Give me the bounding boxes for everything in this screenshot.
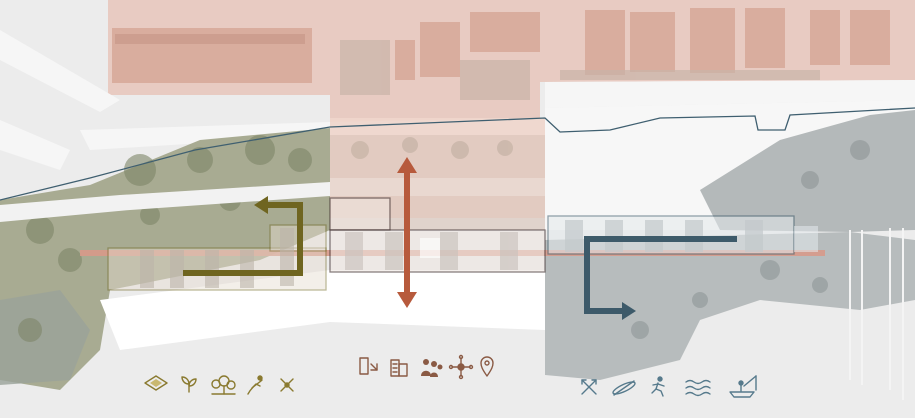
network-node-icon (448, 354, 474, 380)
buildings-icon (390, 359, 408, 377)
central-axis-arrow (404, 170, 410, 296)
east-arrow-head (622, 302, 636, 320)
coastline-boundary (0, 107, 915, 201)
central-urban-zone (329, 157, 546, 308)
fishing-boat-icon (729, 375, 757, 398)
west-flow-arrow (183, 202, 303, 276)
east-coastal-area (545, 100, 915, 400)
legend-left-group (144, 375, 294, 395)
east-flow-arrow (584, 236, 737, 314)
door-exit-icon (359, 357, 378, 375)
kayak-icon (612, 380, 636, 396)
sprout-icon (181, 376, 197, 393)
road-network (0, 30, 915, 170)
trees-icon (211, 375, 236, 395)
climbing-icon (247, 375, 263, 395)
people-group-icon (421, 359, 443, 377)
beach (100, 270, 545, 350)
west-vegetation (0, 128, 330, 390)
legend-right-group (581, 375, 757, 398)
waves-icon (685, 379, 711, 397)
location-pin-icon (480, 356, 494, 377)
trail-cross-icon (280, 378, 294, 392)
central-arrow-head-up (397, 157, 417, 173)
legend-center-group (359, 354, 494, 380)
west-green-zone (107, 196, 327, 291)
east-coastal-zone (547, 215, 818, 320)
runner-icon (651, 376, 665, 397)
west-arrow-head (254, 196, 268, 214)
central-strip (330, 135, 545, 230)
terrain-diamond-icon (144, 375, 168, 391)
central-arrow-head-down (397, 292, 417, 308)
arrows-cross-icon (581, 379, 597, 395)
